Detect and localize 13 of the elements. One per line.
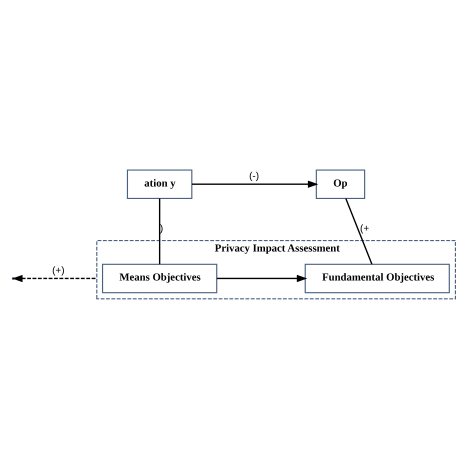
connector bbox=[345, 198, 373, 264]
node-box: Means Objectives bbox=[102, 263, 218, 293]
connector bbox=[158, 198, 160, 264]
node-box: Fundamental Objectives bbox=[304, 263, 450, 293]
edge-label: ) bbox=[160, 223, 164, 234]
edge-label: (+) bbox=[52, 264, 65, 276]
node-box: Op bbox=[316, 169, 366, 198]
edge-label: (-) bbox=[249, 170, 260, 182]
arrow bbox=[216, 274, 308, 282]
arrow bbox=[12, 274, 97, 282]
edge-label: (+ bbox=[360, 223, 370, 234]
node-box: ation y bbox=[126, 169, 192, 198]
arrow bbox=[192, 180, 318, 188]
